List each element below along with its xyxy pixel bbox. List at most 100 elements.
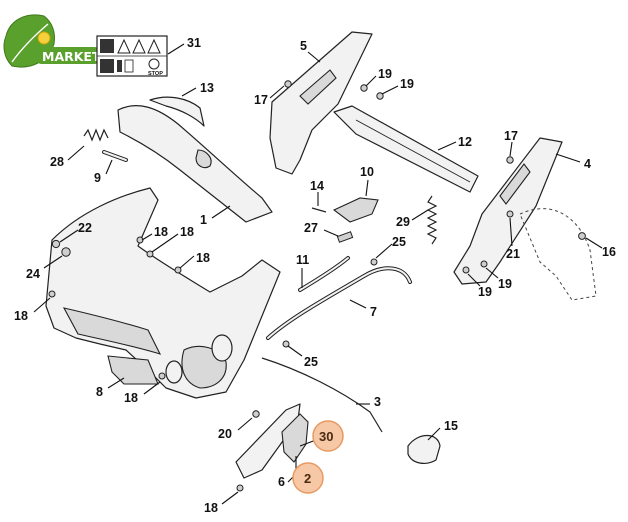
callout-3: 3 bbox=[374, 395, 381, 409]
highlight-label-30: 30 bbox=[319, 429, 333, 444]
bolt-19c bbox=[462, 266, 470, 274]
bolt-18b bbox=[146, 250, 154, 258]
callout-18-f: 18 bbox=[204, 501, 218, 515]
callout-18-d: 18 bbox=[14, 309, 28, 323]
callout-13: 13 bbox=[200, 81, 214, 95]
highlight-circle-30[interactable] bbox=[312, 420, 344, 452]
callout-19-top-b: 19 bbox=[400, 77, 414, 91]
nut-16 bbox=[578, 232, 586, 240]
part-frame-boss bbox=[211, 334, 233, 362]
callout-18-a: 18 bbox=[154, 225, 168, 239]
part-4-right-bracket bbox=[453, 137, 563, 285]
callout-14: 14 bbox=[310, 179, 324, 193]
callout-7: 7 bbox=[370, 305, 377, 319]
part-29-spring bbox=[426, 195, 438, 245]
callout-27: 27 bbox=[304, 221, 318, 235]
part-8-lower-cover bbox=[107, 355, 159, 385]
callout-29: 29 bbox=[396, 215, 410, 229]
callout-4: 4 bbox=[584, 157, 591, 171]
label-book-icon bbox=[100, 39, 114, 53]
nut-22 bbox=[51, 239, 61, 249]
hardware-bolts bbox=[48, 80, 586, 492]
label-hand-icon bbox=[100, 59, 114, 73]
nut-25a bbox=[370, 258, 378, 266]
part-5-bracket-slot bbox=[299, 69, 337, 105]
part-14-screw bbox=[311, 207, 327, 213]
mower-deck-outline bbox=[519, 208, 597, 301]
highlighted-callouts: 30 2 bbox=[292, 420, 344, 494]
bolt-20 bbox=[252, 410, 260, 418]
part-3-lower-rod bbox=[261, 357, 383, 433]
logo-line2: MARKET bbox=[42, 49, 101, 64]
nut-25b bbox=[282, 340, 290, 348]
label-warning-triangle-icon bbox=[117, 38, 131, 54]
part-12-center-rail bbox=[333, 105, 479, 193]
callout-21: 21 bbox=[506, 247, 520, 261]
callout-15: 15 bbox=[444, 419, 458, 433]
sad-market-logo: SAD MARKET bbox=[3, 14, 101, 68]
callout-16: 16 bbox=[602, 245, 616, 259]
callout-25-a: 25 bbox=[392, 235, 406, 249]
callout-18-c: 18 bbox=[196, 251, 210, 265]
highlight-circle-2[interactable] bbox=[292, 462, 324, 494]
callout-22: 22 bbox=[78, 221, 92, 235]
callout-12: 12 bbox=[458, 135, 472, 149]
callout-18-b: 18 bbox=[180, 225, 194, 239]
callout-28: 28 bbox=[50, 155, 64, 169]
part-1-handle-upper-arm bbox=[117, 105, 273, 223]
part-frame-inner-panel bbox=[62, 307, 162, 355]
callout-10: 10 bbox=[360, 165, 374, 179]
bolt-18f bbox=[236, 484, 244, 492]
label-stop-icon bbox=[148, 58, 160, 70]
bolt-17a bbox=[284, 80, 292, 88]
label-warning-triangle-icon-2 bbox=[132, 38, 146, 54]
bolt-19d bbox=[480, 260, 488, 268]
label-stop-text: STOP bbox=[148, 71, 163, 77]
bolt-21 bbox=[506, 210, 514, 218]
callout-31: 31 bbox=[187, 36, 201, 50]
callout-19-bottom-b: 19 bbox=[498, 277, 512, 291]
callout-24: 24 bbox=[26, 267, 40, 281]
part-27-clip bbox=[336, 231, 354, 243]
callout-19-bottom-a: 19 bbox=[478, 285, 492, 299]
part-10-lever-bracket bbox=[332, 197, 379, 223]
label-lever-icon bbox=[124, 59, 134, 73]
part-28-spring bbox=[83, 128, 109, 142]
logo-leaf-vein-icon bbox=[11, 23, 49, 63]
bolt-19b bbox=[376, 92, 384, 100]
callout-labels: 31 13 5 17 19 19 12 17 4 28 9 1 14 10 29… bbox=[14, 36, 616, 515]
bolt-19a bbox=[360, 84, 368, 92]
bolt-18e bbox=[158, 372, 166, 380]
callout-20: 20 bbox=[218, 427, 232, 441]
bolt-18d bbox=[48, 290, 56, 298]
callout-17-top: 17 bbox=[254, 93, 268, 107]
part-1-handle-socket bbox=[195, 149, 212, 169]
part-4-bracket-slot bbox=[499, 163, 531, 205]
part-13-grip-cover bbox=[149, 96, 205, 127]
leader-lines bbox=[33, 43, 603, 505]
callout-11: 11 bbox=[296, 253, 309, 267]
callout-8: 8 bbox=[96, 385, 103, 399]
highlight-label-2: 2 bbox=[304, 471, 311, 486]
part-frame-boss-2 bbox=[165, 360, 183, 384]
logo-banner bbox=[38, 47, 98, 64]
part-5-left-bracket bbox=[269, 31, 373, 175]
callout-18-e: 18 bbox=[124, 391, 138, 405]
callout-19-top-a: 19 bbox=[378, 67, 392, 81]
part-7-long-rod bbox=[266, 266, 412, 340]
callout-25-b: 25 bbox=[304, 355, 318, 369]
part-15-knob bbox=[407, 434, 441, 464]
part-31-warning-label-sheet: STOP bbox=[96, 35, 168, 77]
callout-5: 5 bbox=[300, 39, 307, 53]
logo-line1: SAD bbox=[56, 34, 89, 50]
label-person-icon bbox=[117, 60, 122, 72]
label-warning-triangle-icon-3 bbox=[147, 38, 161, 54]
callout-1: 1 bbox=[200, 213, 207, 227]
washer-24 bbox=[61, 247, 71, 257]
bolt-18c bbox=[174, 266, 182, 274]
callout-9: 9 bbox=[94, 171, 101, 185]
bolt-17b bbox=[506, 156, 514, 164]
callout-6: 6 bbox=[278, 475, 285, 489]
